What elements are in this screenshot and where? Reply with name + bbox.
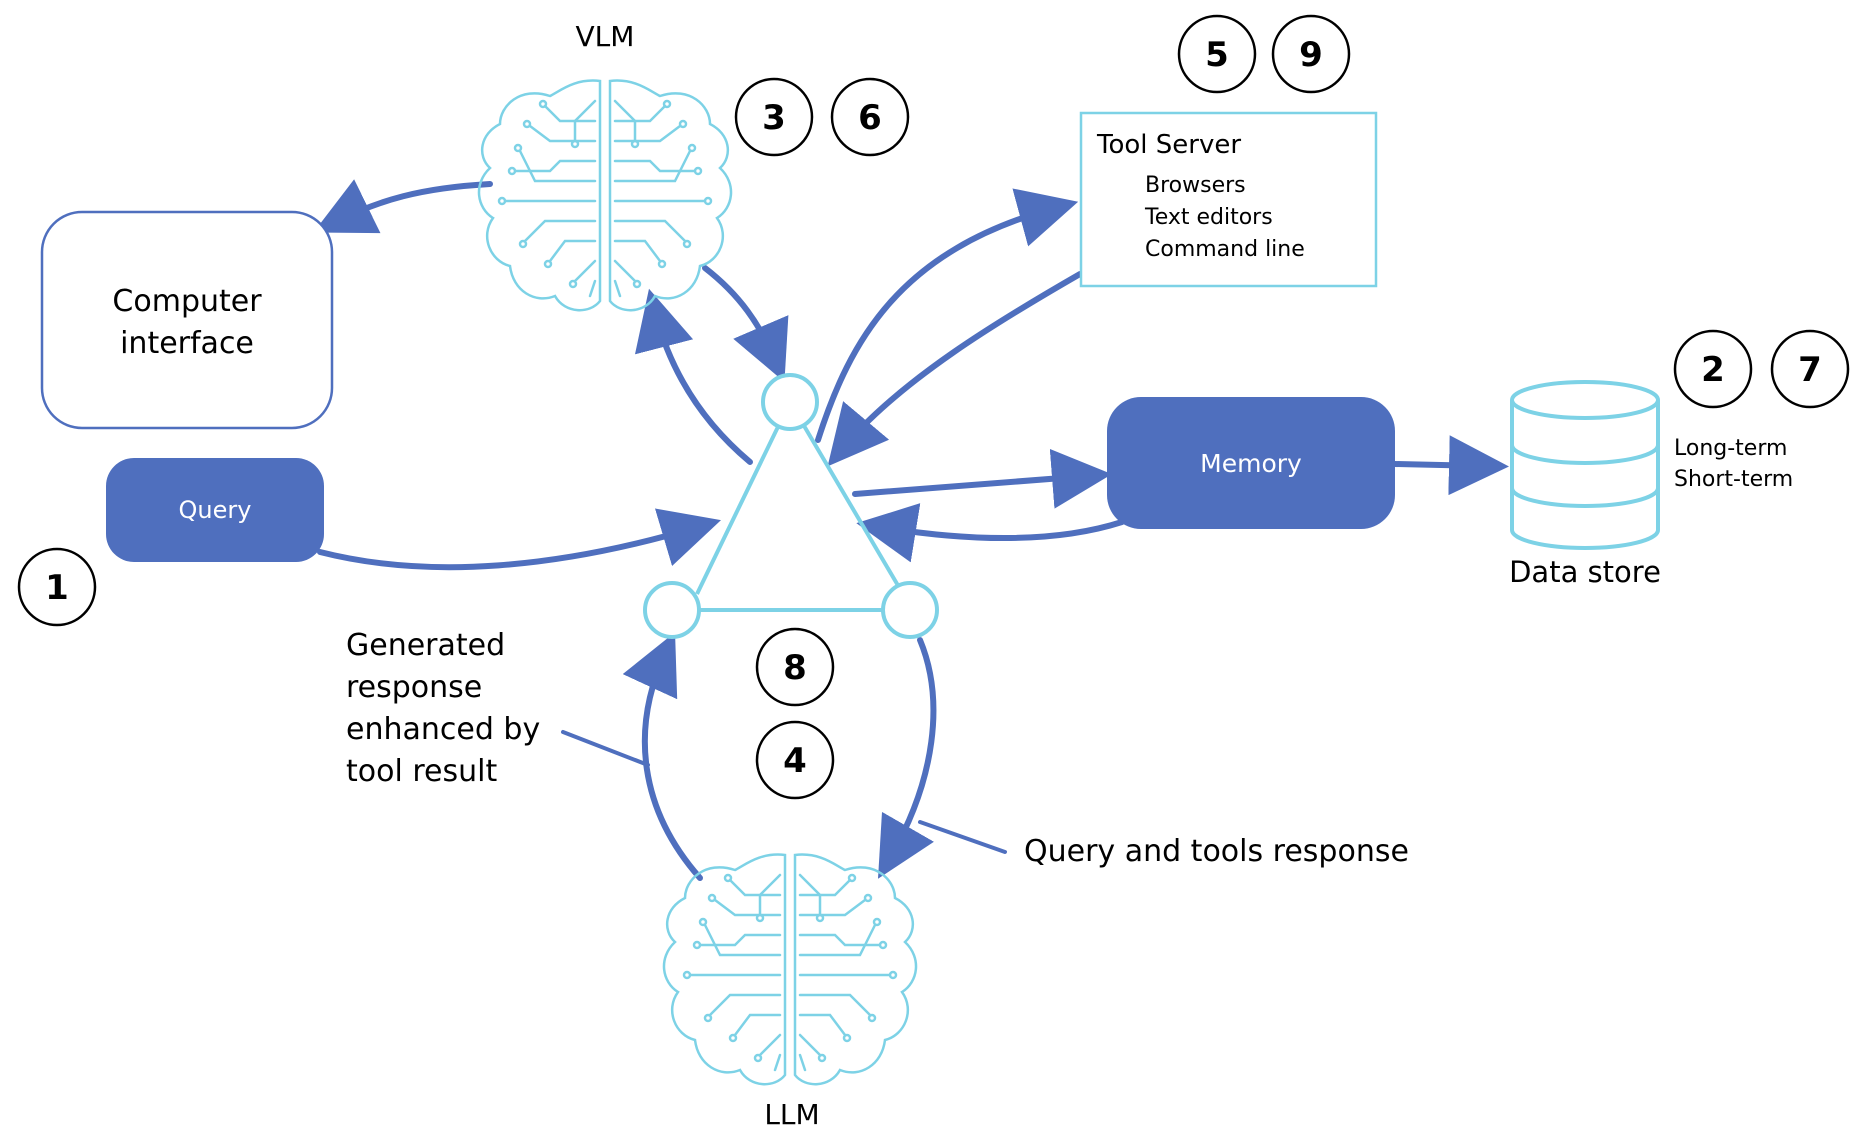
arrow-vlm-to-hub — [702, 265, 789, 383]
vlm-label: VLM — [576, 20, 635, 53]
hub-node-left — [643, 581, 701, 639]
arrow-hub-to-vlm — [634, 288, 753, 465]
step-badge: 8 — [783, 648, 807, 688]
step-badge: 4 — [783, 741, 807, 781]
data-store-tier: Short-term — [1674, 467, 1793, 492]
hub-node-right — [881, 581, 939, 639]
memory-box: Memory — [1107, 397, 1395, 529]
svg-text:enhanced by: enhanced by — [346, 712, 540, 747]
arrow-llm-to-hub — [622, 632, 703, 881]
data-store: Long-term Short-term Data store — [1509, 380, 1793, 589]
step-badges — [17, 14, 1850, 800]
query-tools-response-annotation: Query and tools response — [1024, 834, 1409, 869]
tool-server-item: Browsers — [1145, 173, 1246, 198]
data-store-label: Data store — [1509, 555, 1661, 589]
llm-label: LLM — [764, 1098, 819, 1131]
arrow-memory-to-store — [1392, 435, 1509, 496]
query-box: Query — [106, 458, 324, 562]
tool-server-item: Command line — [1145, 237, 1305, 262]
svg-text:response: response — [346, 670, 482, 705]
vlm-node: VLM — [477, 20, 733, 312]
computer-interface-line2: interface — [120, 326, 254, 361]
step-badge: 3 — [762, 98, 786, 138]
arrow-memory-to-hub — [856, 503, 1125, 563]
step-badge: 7 — [1798, 350, 1822, 390]
database-icon — [1510, 380, 1660, 550]
leader-generated-response — [561, 730, 650, 767]
arrow-hub-to-llm — [878, 637, 937, 879]
arrow-query-to-hub — [317, 508, 722, 571]
arrow-hub-to-memory — [852, 448, 1112, 509]
svg-text:Generated: Generated — [346, 628, 505, 663]
svg-text:tool result: tool result — [346, 754, 497, 789]
step-badge: 9 — [1299, 35, 1323, 75]
step-badge: 1 — [45, 568, 69, 608]
tool-server-item: Text editors — [1144, 205, 1273, 230]
data-store-tier: Long-term — [1674, 436, 1787, 461]
leader-query-tools-response — [918, 820, 1007, 854]
step-badge: 2 — [1701, 350, 1725, 390]
arrow-vlm-to-interface — [313, 179, 493, 234]
orchestrator-hub — [643, 373, 939, 639]
tool-server-box: Tool Server Browsers Text editors Comman… — [1079, 111, 1378, 288]
connectors — [313, 179, 1509, 881]
step-badge: 6 — [858, 98, 882, 138]
computer-interface-line1: Computer — [112, 284, 262, 319]
memory-label: Memory — [1200, 449, 1302, 478]
hub-node-top — [761, 373, 819, 431]
brain-circuit-icon — [477, 79, 733, 312]
llm-node: LLM — [662, 853, 918, 1131]
step-badge: 5 — [1205, 35, 1229, 75]
computer-interface-box: Computer interface — [40, 210, 334, 430]
query-label: Query — [179, 496, 252, 524]
arrow-tools-to-hub — [827, 271, 1083, 467]
tool-server-title: Tool Server — [1096, 130, 1241, 160]
arrow-hub-to-tools — [815, 188, 1079, 443]
brain-circuit-icon — [662, 853, 918, 1086]
generated-response-annotation: Generated response enhanced by tool resu… — [346, 628, 540, 789]
